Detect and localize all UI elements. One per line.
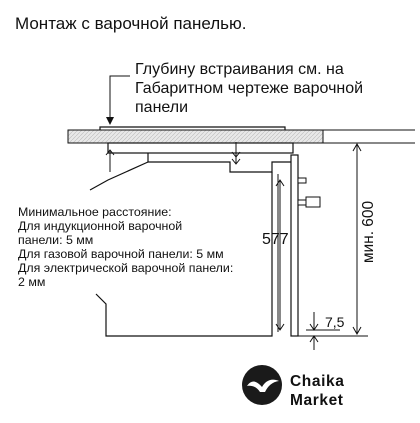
hob: [99, 126, 294, 154]
dimension-7-5-label: 7,5: [325, 314, 345, 330]
oven-door: [290, 154, 321, 337]
min-gap-arrows: [105, 142, 241, 172]
dimension-600-line: [352, 142, 362, 336]
depth-note-leader: [106, 75, 130, 125]
seagull-icon: [247, 379, 279, 392]
logo-text: Chaika Market: [290, 372, 344, 410]
oven-body: [89, 153, 297, 337]
logo-line-1: Chaika: [290, 373, 345, 390]
logo-circle: [242, 365, 282, 405]
worktop: [67, 129, 415, 144]
logo: [242, 365, 282, 405]
depth-note-line-2: Габаритном чертеже варочной: [135, 80, 364, 97]
logo-line-2: Market: [290, 392, 344, 409]
clearance-heading: Минимальное расстояние:: [18, 205, 172, 219]
clearance-line: Для газовой варочной панели: 5 мм: [18, 247, 224, 261]
clearance-line: Для электрической варочной панели:: [18, 261, 234, 275]
clearance-line: Для индукционной варочной: [18, 219, 183, 233]
dimension-600-label: мин. 600: [360, 200, 377, 264]
dimension-577-label: 577: [262, 231, 289, 248]
dimension-577-line: [275, 179, 285, 331]
clearance-line: 2 мм: [18, 275, 46, 289]
depth-note-line-1: Глубину встраивания см. на: [135, 61, 344, 78]
depth-note-line-3: панели: [135, 99, 189, 116]
page-title: Монтаж с варочной панелью.: [15, 14, 247, 33]
clearance-line: панели: 5 мм: [18, 233, 94, 247]
dimension-7-5-line: [298, 312, 368, 350]
